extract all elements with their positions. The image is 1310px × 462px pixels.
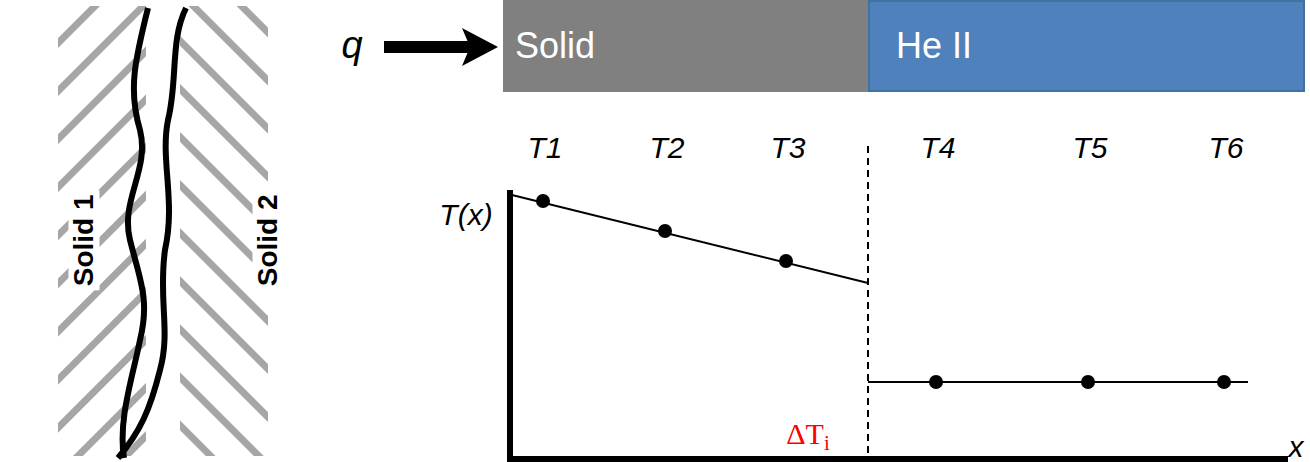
heat-flux-arrow [384, 41, 470, 53]
sensor-label: T4 [920, 131, 955, 164]
data-point [929, 375, 943, 389]
axis-label: T(x) [439, 198, 492, 231]
helium-profile [868, 381, 1248, 383]
solid-bar: Solid [503, 0, 868, 92]
solid-label: Solid 1 [69, 190, 100, 290]
data-point [536, 194, 550, 208]
sensor-label: T5 [1072, 131, 1107, 164]
sensor-label: T6 [1208, 131, 1243, 164]
solid-profile [512, 195, 868, 283]
data-point [779, 254, 793, 268]
x-axis [507, 456, 1288, 462]
data-point [658, 224, 672, 238]
surface-profile [123, 8, 148, 458]
y-axis [507, 190, 513, 462]
sensor-label: T3 [770, 131, 805, 164]
box-label: He II [896, 26, 972, 66]
axis-label: x [1289, 430, 1304, 462]
interface-line [867, 146, 869, 462]
data-point [1081, 375, 1095, 389]
heat-flux-symbol: q [341, 25, 362, 67]
solid-label: Solid 2 [253, 190, 284, 290]
sensor-label: T1 [527, 131, 562, 164]
surface-profile [118, 8, 186, 458]
box-label: Solid [515, 26, 595, 66]
temperature-jump: ΔTi [786, 417, 829, 455]
sensor-label: T2 [649, 131, 684, 164]
helium-bar: He II [868, 0, 1305, 92]
data-point [1217, 375, 1231, 389]
arrow-head [462, 28, 498, 66]
